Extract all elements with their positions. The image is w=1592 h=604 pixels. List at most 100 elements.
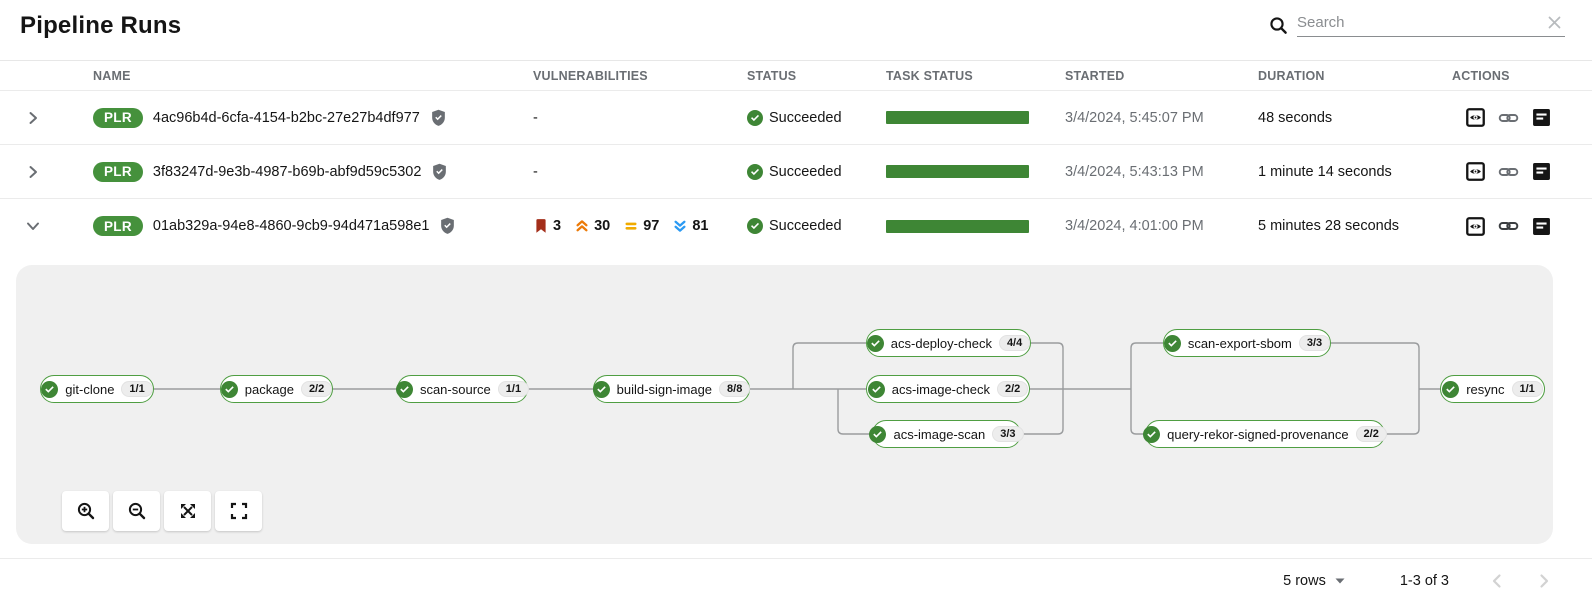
logs-icon[interactable] <box>1532 217 1551 236</box>
task-node-label: git-clone <box>65 381 115 397</box>
zoom-out-button[interactable] <box>113 491 160 531</box>
table-row: PLR 3f83247d-9e3b-4987-b69b-abf9d59c5302… <box>0 145 1592 199</box>
status-cell: Succeeded <box>747 218 886 234</box>
task-status-bar <box>886 219 1029 233</box>
important-severity-icon <box>576 220 588 232</box>
task-node-label: package <box>244 381 294 397</box>
collapse-row-button[interactable] <box>21 214 45 238</box>
task-step-count-badge: 4/4 <box>998 335 1031 351</box>
status-label: Succeeded <box>769 163 842 180</box>
logs-icon[interactable] <box>1532 108 1551 127</box>
task-step-count-badge: 2/2 <box>996 381 1029 397</box>
next-page-icon[interactable] <box>1536 573 1552 589</box>
link-icon[interactable] <box>1498 216 1519 236</box>
started-cell: 3/4/2024, 5:45:07 PM <box>1065 109 1204 126</box>
task-node-acs-image-check[interactable]: acs-image-check 2/2 <box>866 375 1030 403</box>
search-icon <box>1269 16 1288 35</box>
pipelinerun-kind-badge: PLR <box>93 107 143 128</box>
task-node-scan-source[interactable]: scan-source 1/1 <box>395 375 530 403</box>
rows-per-page-label: 5 rows <box>1283 573 1326 589</box>
page-header: Pipeline Runs <box>0 0 1592 60</box>
pipelinerun-kind-badge: PLR <box>93 216 143 236</box>
clear-search-icon[interactable] <box>1544 14 1565 31</box>
column-header-name: NAME <box>93 68 131 83</box>
page-title: Pipeline Runs <box>20 12 182 39</box>
success-check-icon <box>1163 334 1181 352</box>
pipelinerun-name[interactable]: 3f83247d-9e3b-4987-b69b-abf9d59c5302 <box>152 163 422 180</box>
expand-row-button[interactable] <box>21 106 45 130</box>
output-icon[interactable] <box>1466 162 1485 181</box>
output-icon[interactable] <box>1466 216 1485 236</box>
table-header-row: NAME VULNERABILITIES STATUS TASK STATUS … <box>0 60 1592 91</box>
task-status-bar <box>886 111 1029 124</box>
task-node-label: acs-image-check <box>891 381 990 397</box>
duration-cell: 1 minute 14 seconds <box>1258 163 1392 180</box>
pagination-range: 1-3 of 3 <box>1399 573 1449 589</box>
duration-cell: 5 minutes 28 seconds <box>1258 218 1400 234</box>
success-check-icon <box>395 380 413 398</box>
actions-cell <box>1452 108 1592 128</box>
vulnerability-critical: 3 <box>533 218 561 234</box>
signed-shield-icon <box>439 217 456 235</box>
actions-cell <box>1452 216 1592 236</box>
status-cell: Succeeded <box>747 109 886 126</box>
column-header-vulnerabilities: VULNERABILITIES <box>533 68 648 83</box>
vulnerability-low: 81 <box>672 218 709 234</box>
started-cell: 3/4/2024, 4:01:00 PM <box>1065 218 1204 234</box>
task-status-bar <box>886 165 1029 178</box>
table-row: PLR 01ab329a-94e8-4860-9cb9-94d471a598e1… <box>0 199 1592 253</box>
status-cell: Succeeded <box>747 163 886 180</box>
task-node-scan-export-sbom[interactable]: scan-export-sbom 3/3 <box>1163 329 1331 357</box>
zoom-in-button[interactable] <box>62 491 109 531</box>
previous-page-icon[interactable] <box>1489 573 1505 589</box>
logs-icon[interactable] <box>1532 162 1551 181</box>
pipelinerun-name[interactable]: 01ab329a-94e8-4860-9cb9-94d471a598e1 <box>152 218 430 234</box>
graph-controls <box>62 491 262 531</box>
task-step-count-badge: 8/8 <box>719 381 751 397</box>
vulnerabilities-cell: 3 30 97 81 <box>533 218 747 234</box>
column-header-actions: ACTIONS <box>1452 68 1510 83</box>
started-cell: 3/4/2024, 5:43:13 PM <box>1065 163 1204 180</box>
task-node-label: scan-export-sbom <box>1187 335 1292 351</box>
success-check-icon <box>592 380 610 398</box>
vulnerabilities-cell: - <box>533 109 538 126</box>
task-step-count-badge: 1/1 <box>1511 381 1543 397</box>
duration-cell: 48 seconds <box>1258 109 1333 126</box>
task-node-label: build-sign-image <box>616 381 713 397</box>
status-succeeded-icon <box>747 163 763 180</box>
fit-to-screen-button[interactable] <box>164 491 211 531</box>
search-bar <box>1269 14 1565 37</box>
status-label: Succeeded <box>769 109 842 126</box>
success-check-icon <box>869 425 887 443</box>
task-node-label: scan-source <box>419 381 491 397</box>
status-succeeded-icon <box>747 109 763 126</box>
task-node-build-sign-image[interactable]: build-sign-image 8/8 <box>592 375 751 403</box>
task-node-label: acs-image-scan <box>893 426 986 442</box>
success-check-icon <box>866 334 884 352</box>
fullscreen-button[interactable] <box>215 491 262 531</box>
low-severity-icon <box>674 220 686 232</box>
link-icon[interactable] <box>1498 108 1519 128</box>
pipelinerun-name[interactable]: 4ac96b4d-6cfa-4154-b2bc-27e27b4df977 <box>152 109 420 126</box>
link-icon[interactable] <box>1498 162 1519 182</box>
moderate-severity-icon-group: 97 <box>623 218 659 234</box>
expand-row-button[interactable] <box>21 160 45 184</box>
actions-cell <box>1452 162 1592 182</box>
status-label: Succeeded <box>769 218 842 234</box>
column-header-duration: DURATION <box>1258 68 1325 83</box>
task-step-count-badge: 1/1 <box>497 381 530 397</box>
task-step-count-badge: 3/3 <box>1298 335 1331 351</box>
column-header-started: STARTED <box>1065 68 1125 83</box>
search-input[interactable] <box>1297 14 1544 31</box>
output-icon[interactable] <box>1466 108 1485 127</box>
rows-per-page-select[interactable]: 5 rows <box>1283 573 1346 589</box>
caret-down-icon <box>1335 578 1345 584</box>
column-header-status: STATUS <box>747 68 797 83</box>
